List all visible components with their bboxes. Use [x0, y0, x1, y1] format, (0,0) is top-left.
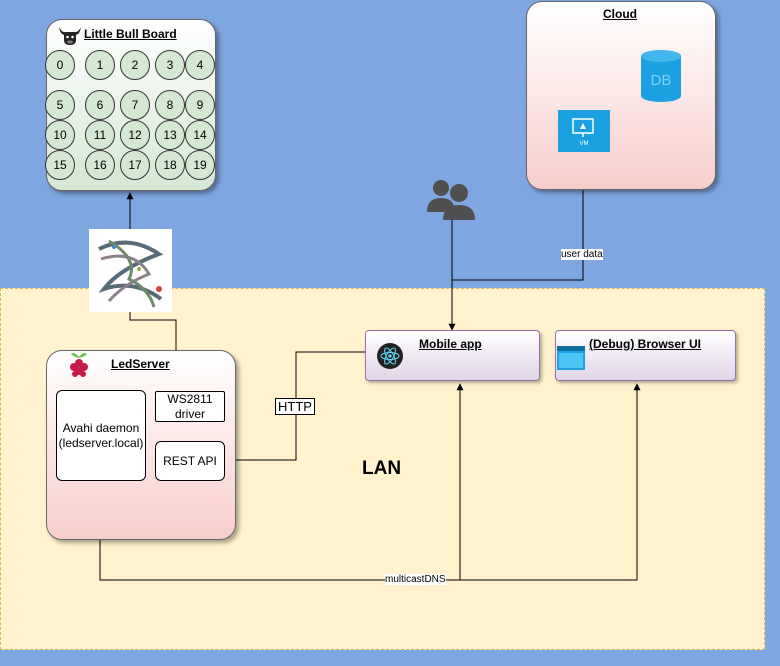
database-icon — [641, 50, 681, 102]
board-button[interactable]: 5 — [45, 90, 75, 120]
board-button[interactable]: 17 — [120, 150, 150, 180]
ledserver-to-strip-line — [129, 312, 177, 350]
board-button[interactable]: 2 — [120, 50, 150, 80]
board-button[interactable]: 6 — [85, 90, 115, 120]
board-button[interactable]: 11 — [85, 120, 115, 150]
database-label: DB — [650, 72, 672, 89]
board-button[interactable]: 12 — [120, 120, 150, 150]
cloud-panel — [526, 1, 716, 190]
avahi-daemon-label: Avahi daemon (ledserver.local) — [58, 420, 144, 450]
react-logo-icon — [377, 343, 403, 369]
led-strip-image — [89, 229, 172, 312]
board-button[interactable]: 3 — [155, 50, 185, 80]
ws2811-driver-box: WS2811 driver — [155, 391, 225, 422]
board-button[interactable]: 1 — [85, 50, 115, 80]
board-button[interactable]: 4 — [185, 50, 215, 80]
board-button[interactable]: 19 — [185, 150, 215, 180]
bull-logo-icon — [59, 27, 81, 45]
user-data-label: user data — [561, 249, 603, 260]
board-title: Little Bull Board — [84, 27, 177, 41]
vm-label: VM — [579, 141, 589, 147]
users-icon — [427, 180, 475, 220]
mobile-app-title: Mobile app — [419, 337, 482, 351]
board-button[interactable]: 15 — [45, 150, 75, 180]
board-button[interactable]: 16 — [85, 150, 115, 180]
virtual-machine-icon — [558, 110, 610, 152]
multicast-dns-label: multicastDNS — [385, 574, 446, 585]
board-button[interactable]: 13 — [155, 120, 185, 150]
mdns-to-browser-arrow — [460, 383, 641, 581]
ledserver-title: LedServer — [111, 357, 170, 371]
rest-api-box: REST API — [155, 441, 225, 481]
board-button[interactable]: 0 — [45, 50, 75, 80]
cloud-to-app-arrow — [448, 190, 584, 331]
browser-ui-card — [555, 330, 736, 381]
board-button[interactable]: 8 — [155, 90, 185, 120]
avahi-daemon-box: Avahi daemon (ledserver.local) — [56, 390, 146, 481]
lan-label: LAN — [362, 458, 402, 479]
board-button[interactable]: 10 — [45, 120, 75, 150]
board-button[interactable]: 7 — [120, 90, 150, 120]
raspberry-pi-icon — [70, 353, 88, 377]
ws2811-driver-label: WS2811 driver — [167, 391, 213, 421]
board-button[interactable]: 14 — [185, 120, 215, 150]
cloud-title: Cloud — [603, 7, 637, 21]
browser-window-icon — [557, 346, 585, 370]
rest-api-label: REST API — [163, 453, 217, 468]
browser-ui-title: (Debug) Browser UI — [589, 337, 702, 351]
board-button[interactable]: 9 — [185, 90, 215, 120]
board-button[interactable]: 18 — [155, 150, 185, 180]
http-label: HTTP — [275, 398, 315, 415]
